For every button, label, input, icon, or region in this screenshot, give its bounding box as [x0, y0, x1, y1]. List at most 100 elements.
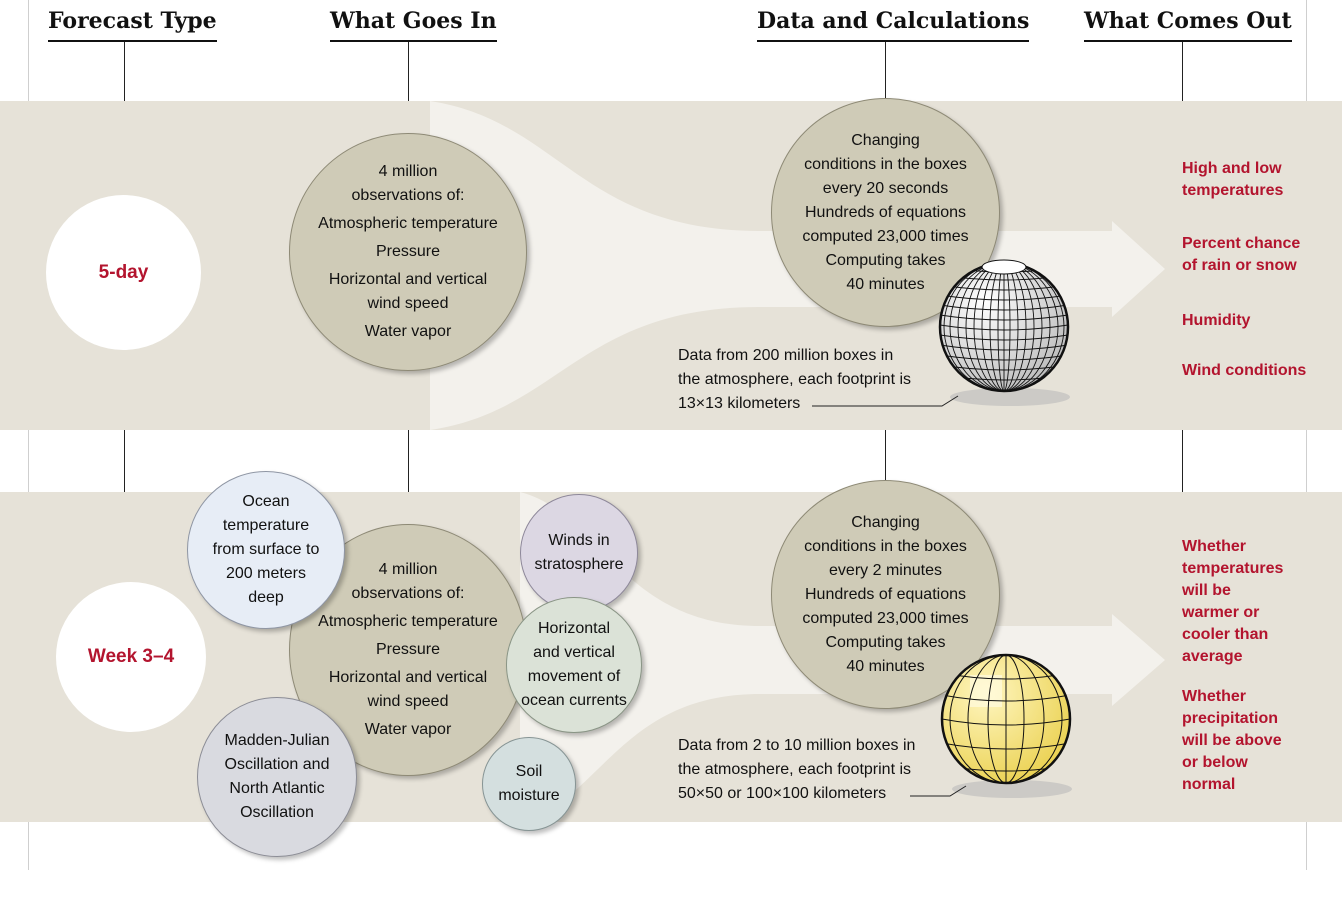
observations-line: observations of: — [351, 585, 465, 602]
connector-line — [1182, 430, 1183, 492]
ocean-temp-line: temperature — [222, 517, 310, 534]
output-precip-chance: Percent chance of rain or snow — [1182, 233, 1312, 277]
output-text: Whether precipitation will be above or b… — [1182, 688, 1282, 793]
connector-line — [885, 42, 886, 102]
forecast-type-label: Week 3–4 — [87, 646, 175, 667]
output-text: Humidity — [1182, 312, 1251, 329]
calculations-bubble: Changing conditions in the boxes every 2… — [771, 98, 1000, 327]
connector-line — [124, 430, 125, 492]
ocean-temp-line: Ocean — [242, 493, 290, 510]
connector-line — [408, 42, 409, 102]
caption-leader-line — [812, 395, 959, 407]
caption-line: Data from 200 million boxes in — [678, 347, 894, 364]
currents-line: Horizontal — [537, 620, 611, 637]
oscillation-line: Madden-Julian — [224, 732, 330, 749]
oscillation-line: North Atlantic — [229, 780, 325, 797]
observations-line: 4 million — [378, 561, 438, 578]
connector-line — [408, 430, 409, 492]
soil-moisture-bubble: Soil moisture — [482, 737, 576, 831]
output-text: High and low temperatures — [1182, 160, 1284, 199]
header-forecast-type-label: Forecast Type — [48, 8, 217, 34]
currents-line: movement of — [527, 668, 621, 685]
output-temperature-outlook: Whether temperatures will be warmer or c… — [1182, 536, 1292, 668]
oscillation-line: Oscillation — [240, 804, 314, 821]
output-high-low-temps: High and low temperatures — [1182, 158, 1312, 202]
calculations-line: every 20 seconds — [822, 179, 949, 197]
forecast-type-5day: 5-day — [46, 195, 201, 350]
calculations-line: Changing — [851, 513, 920, 531]
ocean-temperature-bubble: Ocean temperature from surface to 200 me… — [187, 471, 345, 629]
oscillation-bubble: Madden-Julian Oscillation and North Atla… — [197, 697, 357, 857]
header-what-goes-in-label: What Goes In — [330, 8, 497, 34]
caption-line: the atmosphere, each footprint is — [678, 371, 912, 388]
header-data-calculations: Data and Calculations — [757, 8, 1030, 42]
stratosphere-winds-bubble: Winds in stratosphere — [520, 494, 638, 612]
header-what-goes-in: What Goes In — [330, 8, 497, 42]
soil-line: moisture — [498, 787, 560, 804]
soil-line: Soil — [515, 763, 543, 780]
calculations-line: conditions in the boxes — [804, 155, 967, 173]
observations-line: Horizontal and vertical — [328, 669, 488, 686]
observations-line: Pressure — [375, 243, 441, 260]
currents-line: ocean currents — [521, 692, 627, 709]
observations-bubble: 4 million observations of: Atmospheric t… — [289, 133, 527, 371]
header-rule — [330, 40, 497, 42]
output-wind-conditions: Wind conditions — [1182, 360, 1312, 382]
calculations-line: computed 23,000 times — [802, 609, 969, 627]
calculations-line: Computing takes — [825, 251, 946, 269]
header-what-comes-out: What Comes Out — [1084, 8, 1292, 42]
forecast-type-week34: Week 3–4 — [56, 582, 206, 732]
header-rule — [48, 40, 217, 42]
observations-line: Water vapor — [364, 323, 452, 340]
calculations-line: 40 minutes — [846, 657, 925, 675]
ocean-temp-line: from surface to — [212, 541, 320, 558]
header-what-comes-out-label: What Comes Out — [1084, 8, 1292, 34]
caption-line: 13×13 kilometers — [678, 395, 801, 412]
caption-leader-line — [910, 785, 967, 797]
header-forecast-type: Forecast Type — [48, 8, 217, 42]
caption-line: the atmosphere, each footprint is — [678, 761, 912, 778]
observations-line: Atmospheric temperature — [318, 215, 498, 232]
observations-line: observations of: — [351, 187, 465, 204]
observations-line: 4 million — [378, 163, 438, 180]
ocean-temp-line: 200 meters — [225, 565, 307, 582]
header-data-calculations-label: Data and Calculations — [757, 8, 1030, 34]
observations-line: Water vapor — [364, 721, 452, 738]
connector-line — [1182, 42, 1183, 102]
calculations-line: every 2 minutes — [829, 561, 942, 579]
connector-line — [124, 42, 125, 102]
observations-line: wind speed — [367, 295, 449, 312]
calculations-bubble: Changing conditions in the boxes every 2… — [771, 480, 1000, 709]
caption-line: Data from 2 to 10 million boxes in — [678, 737, 916, 754]
ocean-temp-line: deep — [248, 589, 284, 606]
calculations-line: Computing takes — [825, 633, 946, 651]
output-humidity: Humidity — [1182, 310, 1312, 332]
data-boxes-caption: Data from 200 million boxes in the atmos… — [678, 344, 911, 416]
observations-line: Horizontal and vertical — [328, 271, 488, 288]
forecast-type-label: 5-day — [98, 261, 149, 283]
header-rule — [1084, 40, 1292, 42]
output-text: Percent chance of rain or snow — [1182, 235, 1301, 274]
observations-line: wind speed — [367, 693, 449, 710]
calculations-line: Changing — [851, 131, 920, 149]
calculations-line: Hundreds of equations — [805, 203, 966, 221]
frame-right — [1306, 0, 1307, 870]
oscillation-line: Oscillation and — [224, 756, 330, 773]
fine-grid-globe-icon — [938, 259, 1070, 406]
output-precipitation-outlook: Whether precipitation will be above or b… — [1182, 686, 1292, 796]
calculations-line: 40 minutes — [846, 275, 925, 293]
flow-arrow-shape — [430, 101, 1165, 430]
row-5day-band — [0, 101, 1342, 430]
data-boxes-caption: Data from 2 to 10 million boxes in the a… — [678, 734, 915, 806]
ocean-currents-bubble: Horizontal and vertical movement of ocea… — [506, 597, 642, 733]
output-text: Whether temperatures will be warmer or c… — [1182, 538, 1284, 665]
connector-line — [885, 430, 886, 492]
observations-line: Pressure — [375, 641, 441, 658]
stratosphere-line: Winds in — [548, 532, 610, 549]
caption-line: 50×50 or 100×100 kilometers — [678, 785, 887, 802]
calculations-line: conditions in the boxes — [804, 537, 967, 555]
output-text: Wind conditions — [1182, 362, 1307, 379]
frame-left — [28, 0, 29, 870]
calculations-line: computed 23,000 times — [802, 227, 969, 245]
stratosphere-line: stratosphere — [534, 556, 624, 573]
